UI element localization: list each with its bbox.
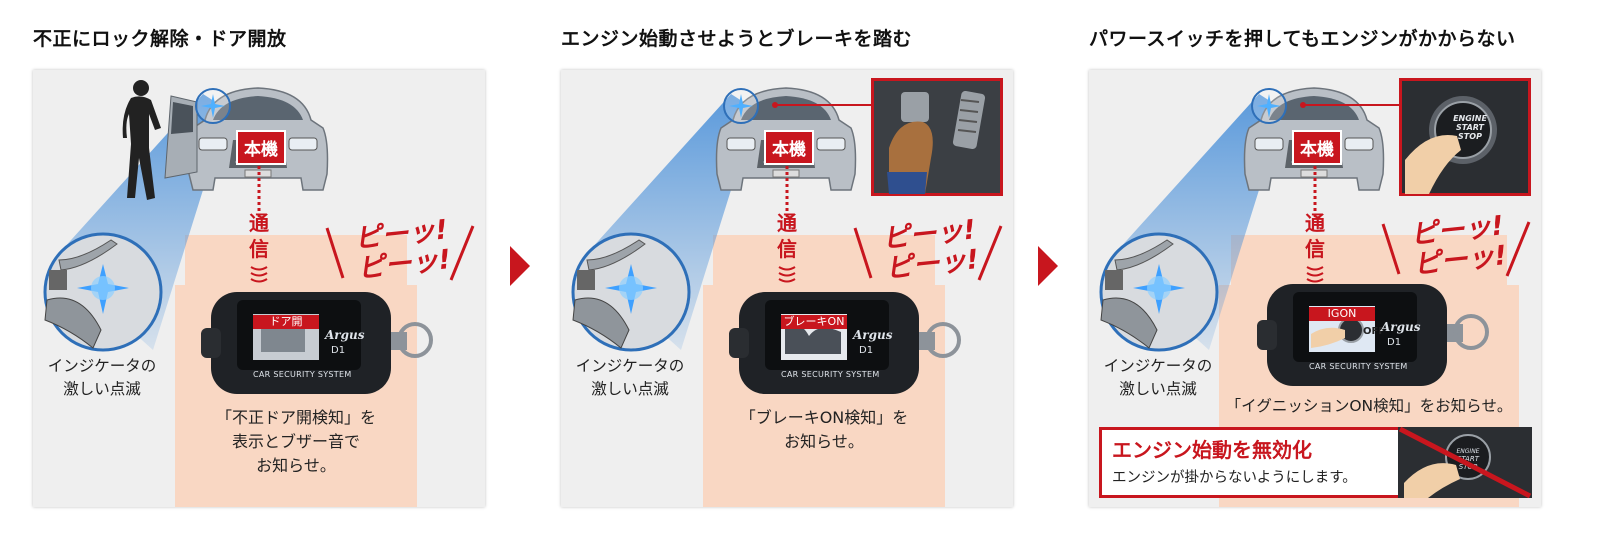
fob-brand: Argus <box>853 328 893 342</box>
indicator-zoom-circle <box>43 232 163 352</box>
fob-screen-label: ドア開 <box>253 315 319 329</box>
chevron-right-icon <box>510 246 530 286</box>
indicator-small-circle <box>723 88 759 124</box>
indicator-zoom-circle <box>1099 232 1219 352</box>
indicator-caption: インジケータの 激しい点滅 <box>47 357 157 398</box>
panel-2-illustration: 本機 通 信 ピーッ! ピーッ! インジケータの 激しい点滅 ブレーキON Ar… <box>561 70 1013 507</box>
prohibited-icon: ENGINE START STOP <box>1398 427 1532 498</box>
unit-link-line <box>785 166 789 216</box>
disable-subtitle: エンジンが掛からないようにします。 <box>1112 470 1357 486</box>
signal-waves <box>1306 266 1324 283</box>
communication-label: 通 信 <box>777 211 797 261</box>
start-button-icon <box>1399 78 1531 196</box>
fob-model: D1 <box>1387 337 1402 348</box>
communication-label: 通 信 <box>1305 211 1325 261</box>
main-unit-label: 本機 <box>236 130 286 165</box>
fob-screen-label: ブレーキON <box>781 315 847 329</box>
key-fob-icon <box>201 292 433 394</box>
alarm-lines <box>325 225 475 281</box>
signal-waves <box>250 266 268 283</box>
fob-system-label: CAR SECURITY SYSTEM <box>781 370 880 379</box>
svg-text:ENGINE: ENGINE <box>1457 448 1480 455</box>
panel-1-illustration: 本機 通 信 ピーッ! ピーッ! インジケータの 激しい点滅 ドア開 Argus… <box>33 70 485 507</box>
panel-1-title: 不正にロック解除・ドア開放 <box>33 28 287 50</box>
fob-brand: Argus <box>325 328 365 342</box>
indicator-caption: インジケータの 激しい点滅 <box>1103 357 1213 398</box>
panel-3-caption: 「イグニッションON検知」をお知らせ。 <box>1225 397 1513 415</box>
indicator-zoom-circle <box>571 232 691 352</box>
open-door <box>164 95 198 179</box>
start-button-text: ENGINE START STOP <box>1453 114 1487 141</box>
main-unit-label: 本機 <box>1292 130 1342 165</box>
person-icon <box>122 80 161 200</box>
fob-system-label: CAR SECURITY SYSTEM <box>1309 362 1408 371</box>
panel-2-caption: 「ブレーキON検知」を お知らせ。 <box>739 408 909 451</box>
indicator-small-circle <box>195 88 231 124</box>
fob-screen-label: IGON <box>1309 307 1375 321</box>
signal-waves <box>778 266 796 283</box>
inset-callout-line <box>772 102 881 108</box>
fob-model: D1 <box>859 345 874 356</box>
panel-3-title: パワースイッチを押してもエンジンがかからない <box>1089 28 1516 50</box>
indicator-small-circle <box>1251 88 1287 124</box>
brake-pedal-icon <box>871 78 1003 196</box>
alarm-lines <box>853 225 1003 281</box>
panel-1-caption: 「不正ドア開検知」を 表示とブザー音で お知らせ。 <box>215 408 376 475</box>
indicator-caption: インジケータの 激しい点滅 <box>575 357 685 398</box>
main-unit-label: 本機 <box>764 130 814 165</box>
alarm-lines <box>1381 221 1531 277</box>
fob-brand: Argus <box>1381 320 1421 334</box>
panel-2-title: エンジン始動させようとブレーキを踏む <box>561 28 913 50</box>
key-fob-icon <box>729 292 961 394</box>
key-fob-icon <box>1257 284 1489 386</box>
inset-callout-line <box>1300 102 1409 108</box>
fob-model: D1 <box>331 345 346 356</box>
fob-system-label: CAR SECURITY SYSTEM <box>253 370 352 379</box>
communication-label: 通 信 <box>249 211 269 261</box>
unit-link-line <box>1313 166 1317 216</box>
fob-screen-off: OFF <box>1363 326 1386 337</box>
disable-title: エンジン始動を無効化 <box>1112 438 1312 462</box>
panel-3-illustration: ENGINE START STOP 本機 通 信 ピーッ! ピーッ! インジケー… <box>1089 70 1541 507</box>
svg-text:START: START <box>1457 455 1480 463</box>
chevron-right-icon <box>1038 246 1058 286</box>
unit-link-line <box>257 166 261 216</box>
disable-engine-box: エンジン始動を無効化 エンジンが掛からないようにします。 ENGINE STAR… <box>1099 427 1532 498</box>
